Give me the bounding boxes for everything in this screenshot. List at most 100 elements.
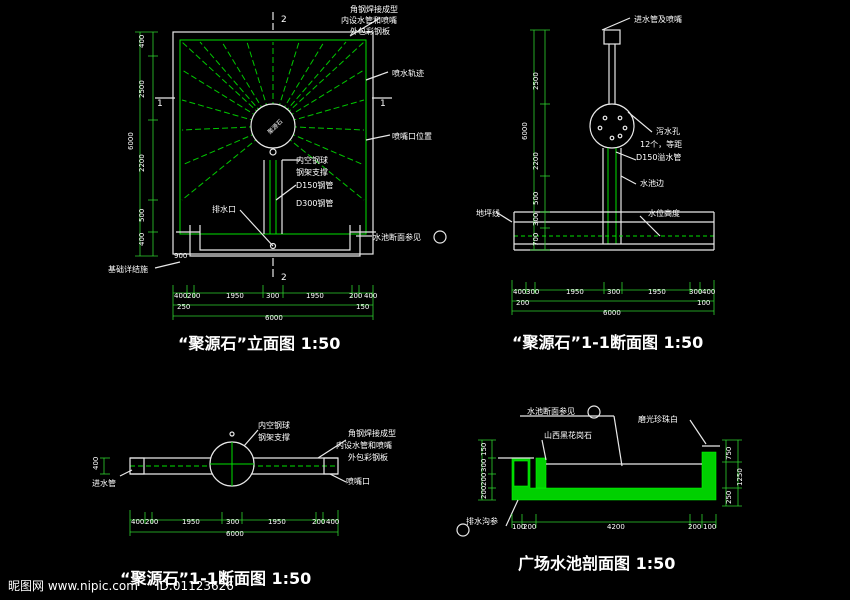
- hdim-5: 1950: [306, 292, 324, 300]
- hdim-7: 400: [364, 292, 377, 300]
- vdim-4: 500: [138, 209, 146, 222]
- plan-label-angle-steel: 角钢焊接成型: [348, 428, 396, 438]
- plan-hdim-6: 200: [312, 518, 325, 526]
- pool-label-granite: 山西黑花岗石: [544, 430, 592, 440]
- plan-vdim: 400: [92, 457, 100, 470]
- s11-hdim-4: 300: [607, 288, 620, 296]
- s11-hdim-2: 300: [526, 288, 539, 296]
- label-hollow-ball: 内空钢球: [296, 155, 328, 165]
- section-mark-1-right: 1: [380, 99, 386, 109]
- label-steel-frame: 钢架支撑: [296, 167, 328, 177]
- small-dim: 900: [174, 252, 187, 260]
- s11-hdim-total: 6000: [603, 309, 621, 317]
- s11-vdim-4: 300: [532, 213, 540, 226]
- label-water-level: 水位高度: [648, 208, 680, 218]
- pool-label-ref: 水池断面参见: [527, 406, 575, 416]
- hdim-mid-2: 150: [356, 303, 369, 311]
- title-section-2-2: “聚源石”1-1断面图 1:50: [120, 569, 311, 588]
- title-pool-section: 广场水池剖面图 1:50: [518, 554, 675, 573]
- section-mark-1-left: 1: [157, 99, 163, 109]
- title-section-1-1: “聚源石”1-1断面图 1:50: [512, 333, 703, 352]
- s11-hdim-3: 1950: [566, 288, 584, 296]
- s11-vdim-2: 2200: [532, 152, 540, 170]
- vdim-5: 400: [138, 233, 146, 246]
- pool-label-pearl: 磨光珍珠白: [638, 414, 678, 424]
- s11-hdim-7: 400: [702, 288, 715, 296]
- hdim-3: 1950: [226, 292, 244, 300]
- plan-label-steel-frame: 钢架支撑: [258, 432, 290, 442]
- section-mark-2-bottom: 2: [281, 273, 287, 283]
- drain-ditch: [513, 460, 529, 487]
- s11-hdim-6: 300: [689, 288, 702, 296]
- hdim-2: 200: [187, 292, 200, 300]
- pool-vdim-l1: 150: [480, 443, 488, 456]
- pool-vdim-r2: 1250: [736, 468, 744, 486]
- label-d300: D300钢管: [296, 198, 333, 208]
- label-inlet: 进水管及喷嘴: [634, 14, 682, 24]
- drain-ditch-callout: [456, 523, 470, 537]
- label-overflow-pipe: D150溢水管: [636, 152, 681, 162]
- watermark: 昵图网 www.nipic.com: [8, 579, 138, 593]
- label-inner-pipe: 内设水管和喷嘴: [341, 15, 397, 25]
- pool-vdim-l3: 200: [480, 473, 488, 486]
- pool-base: [189, 225, 361, 257]
- pool-vdim-r3: 250: [725, 491, 733, 504]
- hdim-1: 400: [174, 292, 187, 300]
- plan-label-hollow-ball: 内空钢球: [258, 420, 290, 430]
- s11-hdim-1: 400: [513, 288, 526, 296]
- s11-vdim-5: 700: [532, 233, 540, 246]
- vdim-total: 6000: [127, 132, 135, 150]
- pool-ref-callout: [433, 230, 447, 244]
- steel-ball: [250, 103, 296, 149]
- vdim-3: 2200: [138, 154, 146, 172]
- plan-hdim-4: 300: [226, 518, 239, 526]
- plan-left-end: [129, 457, 145, 475]
- label-overflow-holes: 泻水孔: [656, 126, 680, 136]
- hdim-mid-1: 250: [177, 303, 190, 311]
- pool-section-drawing: 水池断面参见 山西黑花岗石 磨光珍珠白 排水沟参 150 300 200 200…: [456, 405, 744, 573]
- nozzle-mark: [269, 148, 277, 156]
- label-pool-edge: 水池边: [640, 178, 664, 188]
- label-d150: D150钢管: [296, 180, 333, 190]
- pool-vdim-l2: 300: [480, 459, 488, 472]
- plan-hdim-2: 200: [145, 518, 158, 526]
- label-pool-ref: 水池断面参见: [373, 232, 421, 242]
- plan-label-nozzle: 喷嘴口: [346, 476, 370, 486]
- pool-vdim-r1: 750: [725, 447, 733, 460]
- plan-label-inner-pipe: 内设水管和喷嘴: [336, 440, 392, 450]
- pool-hdim-4: 200: [688, 523, 701, 531]
- vdim-2: 2500: [138, 80, 146, 98]
- label-angle-steel: 角钢焊接成型: [350, 4, 398, 14]
- plan-hdim-3: 1950: [182, 518, 200, 526]
- s11-vdim-1: 2500: [532, 72, 540, 90]
- title-elevation: “聚源石”立面图 1:50: [178, 334, 340, 353]
- label-foundation: 基础详结施: [108, 264, 148, 274]
- pool-concrete: [511, 451, 717, 501]
- plan-hdim-5: 1950: [268, 518, 286, 526]
- inlet-box: [603, 29, 621, 45]
- pool-hdim-2: 200: [523, 523, 536, 531]
- pool-vdim-l4: 200: [480, 486, 488, 499]
- pool-ref-callout-2: [587, 405, 601, 419]
- s11-hdim-mid-2: 100: [697, 299, 710, 307]
- elevation-drawing: 聚源石 2 2 1 1 角钢焊接成型 内设水管和喷嘴 外包彩钢板: [108, 4, 447, 353]
- overflow-holes: [597, 115, 628, 141]
- label-holes-count: 12个，等距: [640, 139, 682, 149]
- plan-hdim-1: 400: [131, 518, 144, 526]
- plan-label-outer-plate: 外包彩钢板: [348, 452, 388, 462]
- s11-vdim-3: 500: [532, 192, 540, 205]
- vdim-1: 400: [138, 35, 146, 48]
- elevation-frame: [172, 31, 374, 255]
- pool-hdim-3: 4200: [607, 523, 625, 531]
- hdim-6: 200: [349, 292, 362, 300]
- s11-hdim-5: 1950: [648, 288, 666, 296]
- section-1-1-drawing: 进水管及喷嘴 泻水孔 12个，等距 D150溢水管 水池边 地坪线 水位高度 2…: [476, 14, 715, 352]
- plan-section-drawing: 内空钢球 钢架支撑 角钢焊接成型 内设水管和喷嘴 外包彩钢板 进水管 喷嘴口 4…: [92, 420, 396, 588]
- hdim-4: 300: [266, 292, 279, 300]
- s11-hdim-mid-1: 200: [516, 299, 529, 307]
- section-mark-2-top: 2: [281, 15, 287, 25]
- pool-label-drain-ditch: 排水沟参: [466, 516, 498, 526]
- section-ball: [589, 103, 635, 149]
- plan-hdim-7: 400: [326, 518, 339, 526]
